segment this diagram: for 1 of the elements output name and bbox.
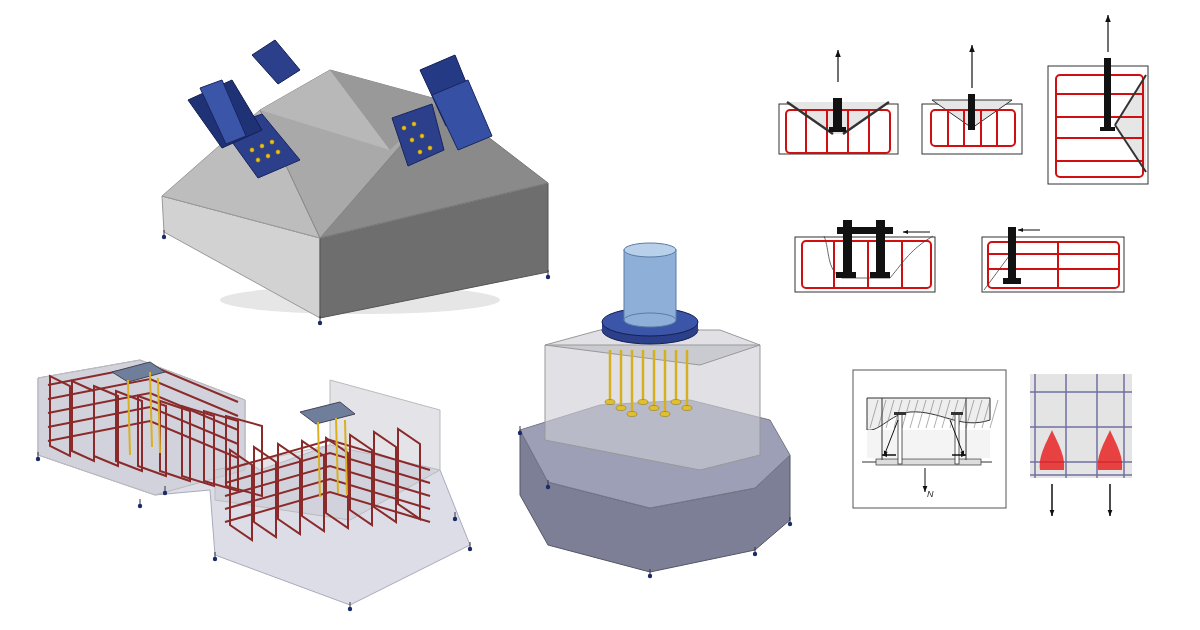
- force-label: N: [927, 490, 934, 499]
